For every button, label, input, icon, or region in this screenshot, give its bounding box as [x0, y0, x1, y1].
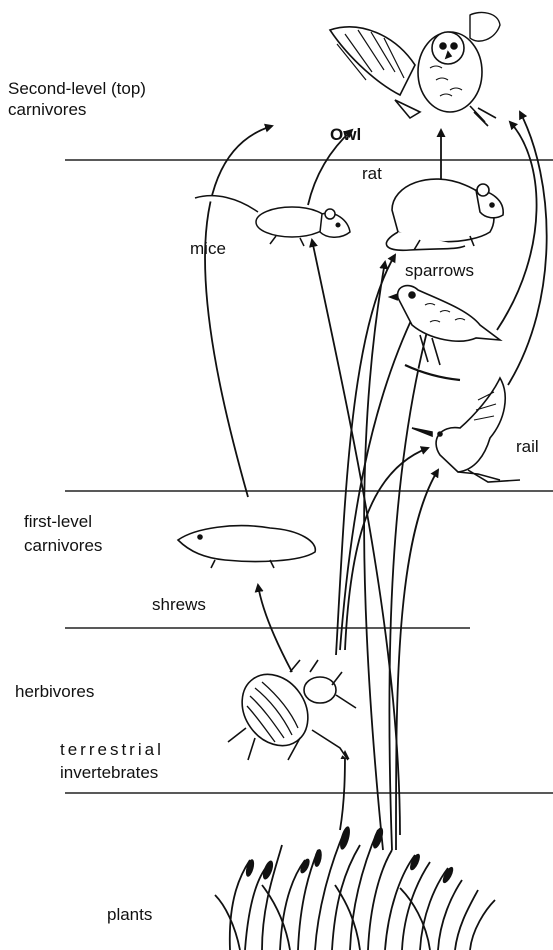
rat-icon	[386, 179, 503, 250]
rail-label: rail	[516, 436, 539, 457]
owl-icon	[330, 12, 500, 126]
first-level-carnivores-label-line2: carnivores	[24, 535, 102, 556]
beetle-icon	[228, 660, 356, 760]
invertebrates-label: invertebrates	[60, 762, 158, 783]
shrew-icon	[178, 526, 315, 568]
arrow-insects-to-rail	[345, 448, 428, 650]
mice-label: mice	[190, 238, 226, 259]
top-carnivores-label-line2: carnivores	[8, 99, 86, 120]
sparrows-label: sparrows	[405, 260, 474, 281]
arrow-plants-to-mice	[312, 240, 400, 835]
shrews-label: shrews	[152, 594, 206, 615]
arrow-shrews-to-owl	[205, 126, 272, 497]
arrow-plants-to-insects	[340, 752, 345, 830]
top-carnivores-label-line1: Second-level (top)	[8, 78, 146, 99]
first-level-carnivores-label-line1: first-level	[24, 511, 92, 532]
herbivores-label: herbivores	[15, 681, 94, 702]
rail-icon	[412, 378, 520, 482]
owl-label: Owl	[330, 124, 361, 145]
grass-icon	[215, 825, 495, 950]
rat-label: rat	[362, 163, 382, 184]
arrow-sparrows-to-owl	[497, 122, 537, 330]
terrestrial-label: terrestrial	[60, 739, 164, 760]
plants-label: plants	[107, 904, 152, 925]
